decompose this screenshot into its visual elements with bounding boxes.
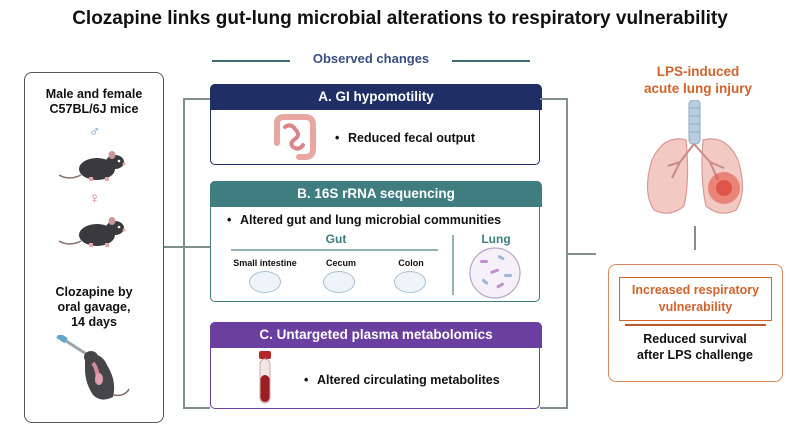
section-plasma-metabolomics: C. Untargeted plasma metabolomics • Alte… bbox=[210, 322, 542, 409]
figure-title: Clozapine links gut-lung microbial alter… bbox=[72, 8, 728, 29]
site-small-intestine: Small intestine bbox=[233, 258, 297, 268]
connector-c-out bbox=[540, 407, 567, 409]
outcome-line1: Increased respiratory bbox=[631, 283, 760, 297]
observed-line-right bbox=[452, 60, 530, 62]
male-symbol-icon: ♂ bbox=[89, 123, 101, 140]
bullet: • bbox=[227, 213, 232, 227]
increased-vulnerability-box: Increased respiratory vulnerability bbox=[619, 277, 772, 321]
section-a-header: A. GI hypomotility bbox=[210, 84, 542, 110]
petri-dish-lung-icon bbox=[469, 247, 521, 299]
gut-lung-separator bbox=[452, 235, 454, 295]
outcome-divider bbox=[625, 324, 766, 326]
experimental-design-panel: Male and female C57BL/6J mice ♂ ♀ Clozap… bbox=[24, 72, 164, 423]
treatment-label-line3: 14 days bbox=[71, 315, 117, 329]
gut-divider bbox=[231, 249, 438, 251]
observed-changes-label: Observed changes bbox=[312, 51, 430, 66]
outcome-line2: vulnerability bbox=[658, 300, 733, 314]
section-16s-sequencing: B. 16S rRNA sequencing • Altered gut and… bbox=[210, 181, 542, 302]
connector-c-in bbox=[183, 407, 210, 409]
connector-b-in bbox=[183, 246, 210, 248]
mice-label-line2: C57BL/6J mice bbox=[49, 102, 139, 116]
site-cecum: Cecum bbox=[325, 258, 356, 268]
reduced-line2: after LPS challenge bbox=[636, 348, 753, 362]
connector-lung-to-outcome bbox=[694, 226, 696, 250]
mice-label-line1: Male and female bbox=[45, 87, 143, 101]
outcome-box: Increased respiratory vulnerability Redu… bbox=[608, 264, 783, 382]
lps-label-line2: acute lung injury bbox=[643, 81, 752, 96]
petri-dish-cecum-icon bbox=[323, 271, 355, 293]
section-c-finding: Altered circulating metabolites bbox=[317, 373, 500, 387]
section-b-header: B. 16S rRNA sequencing bbox=[210, 181, 542, 207]
connector-a-in bbox=[183, 98, 210, 100]
lps-injury-label: LPS-induced acute lung injury bbox=[618, 63, 778, 97]
intestine-icon bbox=[274, 114, 316, 160]
petri-dish-small-intestine-icon bbox=[249, 271, 281, 293]
connector-left-vertical bbox=[183, 98, 185, 409]
connector-to-outcome bbox=[566, 253, 596, 255]
gut-label: Gut bbox=[325, 232, 347, 246]
bullet: • bbox=[335, 131, 340, 145]
bullet: • bbox=[304, 373, 309, 387]
mouse-icon bbox=[58, 151, 126, 181]
lps-label-line1: LPS-induced bbox=[656, 64, 740, 79]
section-b-finding: Altered gut and lung microbial communiti… bbox=[240, 213, 502, 227]
site-colon: Colon bbox=[398, 258, 424, 268]
mouse-icon bbox=[58, 217, 126, 247]
observed-line-left bbox=[212, 60, 290, 62]
petri-dish-colon-icon bbox=[394, 271, 426, 293]
section-gi-hypomotility: A. GI hypomotility • Reduced fecal outpu… bbox=[210, 84, 542, 165]
lung-label: Lung bbox=[481, 232, 511, 246]
reduced-survival-text: Reduced survival after LPS challenge bbox=[609, 331, 781, 363]
connector-left-horizontal bbox=[164, 246, 184, 248]
section-c-header: C. Untargeted plasma metabolomics bbox=[210, 322, 542, 348]
blood-tube-icon bbox=[259, 351, 271, 404]
reduced-line1: Reduced survival bbox=[643, 332, 747, 346]
section-a-finding: Reduced fecal output bbox=[348, 131, 476, 145]
treatment-label-line1: Clozapine by bbox=[55, 285, 133, 299]
female-symbol-icon: ♀ bbox=[89, 190, 101, 207]
gavage-mouse-icon bbox=[56, 335, 130, 400]
lungs-icon bbox=[646, 100, 744, 214]
connector-a-out bbox=[540, 98, 567, 100]
treatment-label-line2: oral gavage, bbox=[57, 300, 131, 314]
